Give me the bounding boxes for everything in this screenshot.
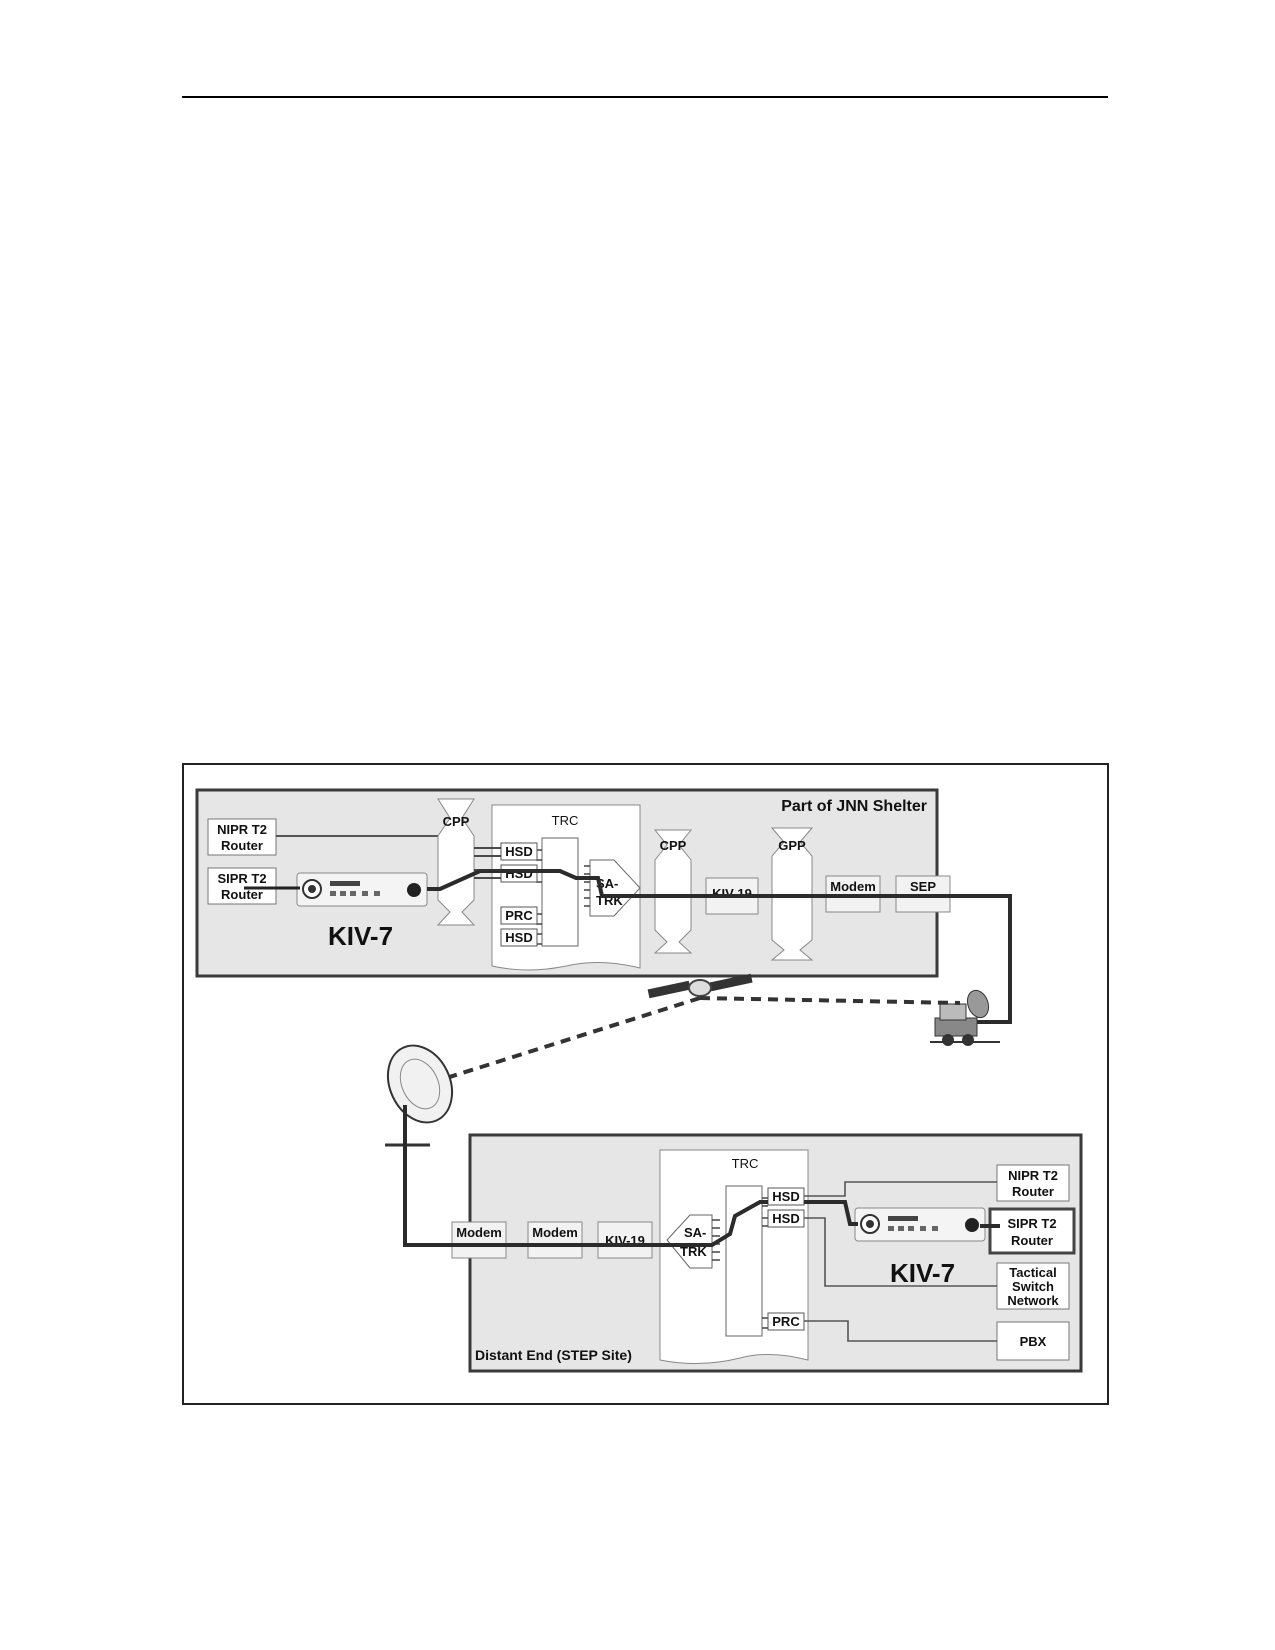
jnn-cpp-right: CPP	[653, 829, 693, 954]
jnn-nipr-router: NIPR T2 Router	[207, 818, 277, 856]
svg-text:NIPR T2: NIPR T2	[217, 822, 267, 837]
svg-text:GPP: GPP	[778, 838, 806, 853]
svg-text:TRK: TRK	[680, 1244, 707, 1259]
jnn-kiv7-device	[296, 872, 428, 907]
jnn-sipr-router: SIPR T2 Router	[207, 867, 277, 905]
distant-tactical-switch-network: Tactical Switch Network	[996, 1262, 1070, 1310]
svg-text:SEP: SEP	[910, 879, 936, 894]
svg-text:HSD: HSD	[772, 1211, 799, 1226]
distant-hsd-1: HSD	[767, 1187, 805, 1206]
distant-kiv7-device	[854, 1207, 986, 1242]
svg-text:CPP: CPP	[660, 838, 687, 853]
svg-text:TRC: TRC	[732, 1156, 759, 1171]
satellite-link-right	[699, 996, 961, 1005]
svg-text:PRC: PRC	[772, 1314, 800, 1329]
distant-kiv7-label: KIV-7	[890, 1258, 955, 1288]
distant-nipr-router: NIPR T2 Router	[996, 1164, 1070, 1202]
svg-text:CPP: CPP	[443, 814, 470, 829]
distant-sipr-router: SIPR T2 Router	[988, 1207, 1076, 1255]
jnn-cpp-left: CPP	[436, 798, 476, 926]
svg-text:Tactical: Tactical	[1009, 1265, 1056, 1280]
distant-end-title: Distant End (STEP Site)	[475, 1347, 632, 1363]
svg-text:TRC: TRC	[552, 813, 579, 828]
distant-hsd-2: HSD	[767, 1209, 805, 1228]
jnn-cpp-wires	[474, 847, 501, 879]
svg-text:KIV-19: KIV-19	[712, 886, 752, 901]
svg-text:Modem: Modem	[456, 1225, 502, 1240]
svg-text:Router: Router	[221, 838, 263, 853]
svg-text:NIPR T2: NIPR T2	[1008, 1168, 1058, 1183]
distant-prc: PRC	[767, 1312, 805, 1331]
distant-pbx: PBX	[996, 1321, 1070, 1361]
svg-text:HSD: HSD	[505, 844, 532, 859]
svg-text:HSD: HSD	[505, 866, 532, 881]
svg-text:PRC: PRC	[505, 908, 533, 923]
svg-text:Router: Router	[221, 887, 263, 902]
jnn-hsd-3: HSD	[500, 928, 538, 947]
svg-text:SIPR T2: SIPR T2	[217, 871, 266, 886]
svg-text:HSD: HSD	[772, 1189, 799, 1204]
jnn-signal-path	[427, 869, 1012, 1024]
distant-modem-2: Modem	[527, 1221, 583, 1259]
distant-thin-links	[804, 1181, 997, 1342]
svg-text:Router: Router	[1011, 1233, 1053, 1248]
jnn-shelter-title: Part of JNN Shelter	[781, 798, 927, 815]
satellite-icon	[647, 973, 753, 999]
page-header-rule	[182, 96, 1108, 98]
svg-text:Switch: Switch	[1012, 1279, 1054, 1294]
distant-kiv19: KIV-19	[597, 1221, 653, 1259]
distant-signal-path	[403, 1105, 1000, 1247]
jnn-satellite-terminal-icon	[930, 989, 1000, 1046]
svg-text:HSD: HSD	[505, 930, 532, 945]
jnn-kiv7-label: KIV-7	[328, 921, 393, 951]
distant-modem-1: Modem	[451, 1221, 507, 1259]
jnn-prc: PRC	[500, 906, 538, 925]
svg-text:Network: Network	[1007, 1293, 1059, 1308]
svg-text:Modem: Modem	[830, 879, 876, 894]
satellite-link-left	[439, 996, 701, 1082]
svg-text:PBX: PBX	[1020, 1334, 1047, 1349]
svg-text:Modem: Modem	[532, 1225, 578, 1240]
svg-text:SIPR T2: SIPR T2	[1007, 1216, 1056, 1231]
jnn-hsd-1: HSD	[500, 842, 538, 861]
jnn-hsd-2: HSD	[500, 864, 538, 883]
svg-text:Router: Router	[1012, 1184, 1054, 1199]
svg-text:SA-: SA-	[684, 1225, 706, 1240]
distant-sa-trk: SA- TRK	[666, 1214, 720, 1269]
